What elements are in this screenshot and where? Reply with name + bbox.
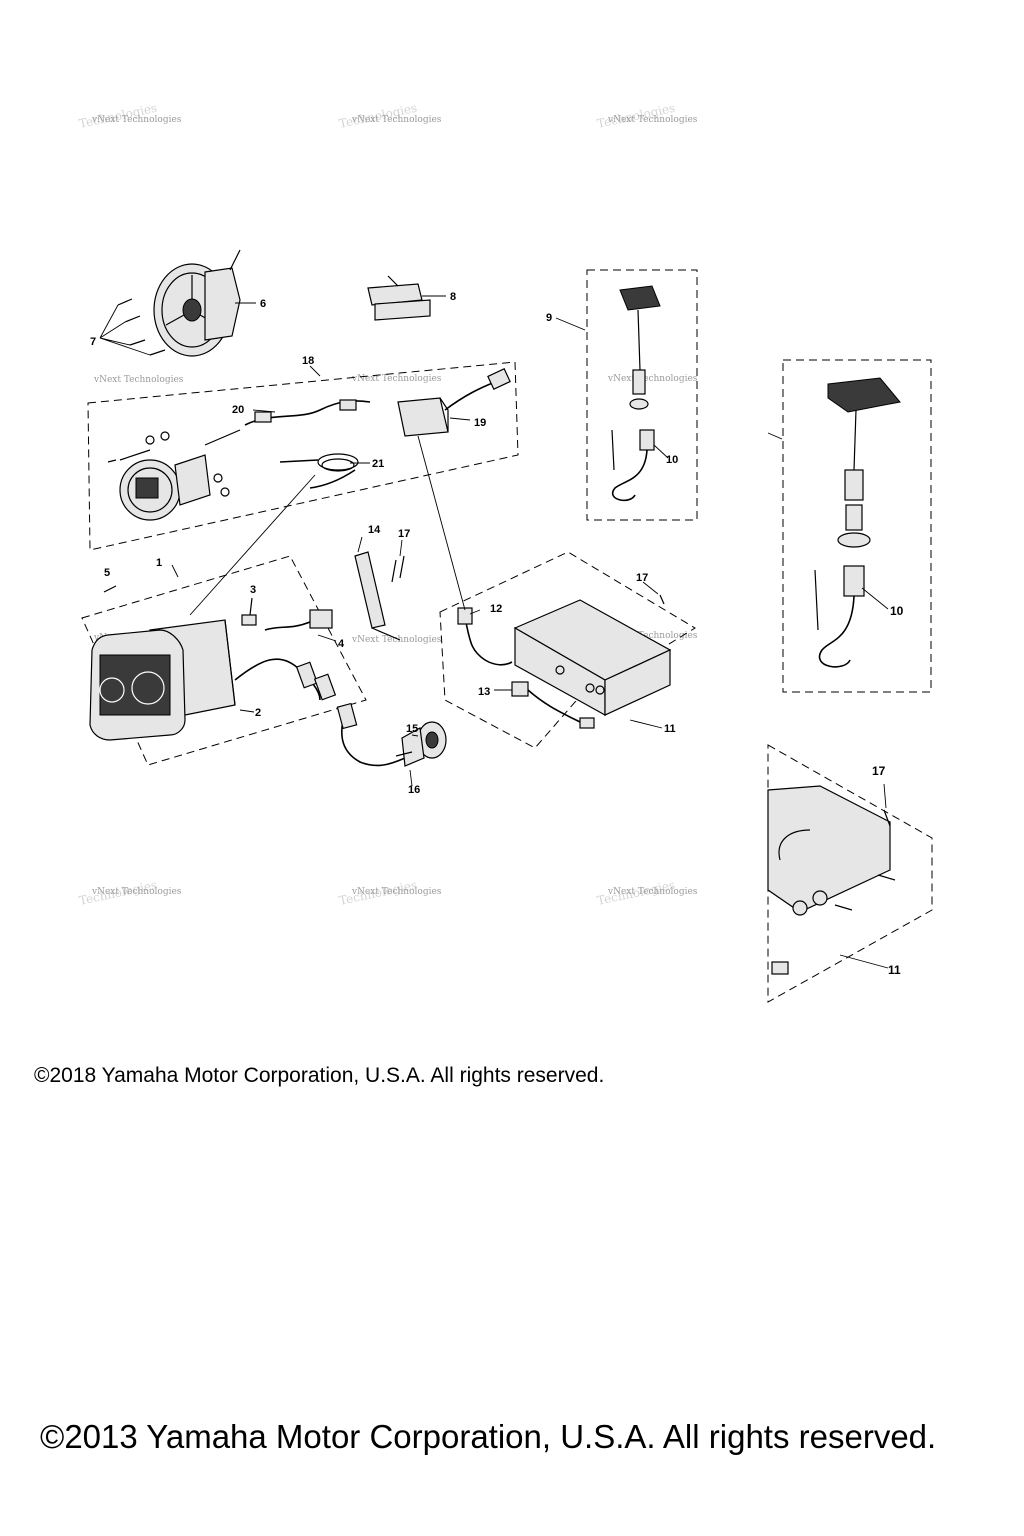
gauge-part-20-assembly bbox=[107, 399, 371, 521]
callout-6: 6 bbox=[260, 298, 266, 310]
callout-4: 4 bbox=[338, 638, 345, 650]
stereo-part-2 bbox=[89, 619, 236, 741]
callout-12: 12 bbox=[490, 603, 502, 615]
group-box-1 bbox=[81, 555, 367, 766]
watermark-text: vNext Technologies bbox=[607, 115, 698, 125]
screw-part-17-amp bbox=[659, 594, 665, 605]
watermark-text: vNext Technologies bbox=[351, 115, 442, 125]
screw-part-16 bbox=[395, 751, 413, 757]
callout-19: 19 bbox=[474, 417, 486, 429]
callout-17: 17 bbox=[398, 528, 410, 540]
antenna-part-9 bbox=[619, 285, 661, 410]
screws-part-7 bbox=[99, 298, 166, 356]
screw-part-17-enlarged bbox=[883, 809, 891, 827]
watermark-text: vNext Technologies bbox=[351, 635, 442, 645]
connector-part-3 bbox=[241, 597, 257, 626]
callout-5: 5 bbox=[104, 567, 110, 579]
watermark-text: vNext Technologies bbox=[351, 887, 442, 897]
screws-part-17 bbox=[391, 555, 405, 583]
callout-7: 7 bbox=[90, 336, 96, 348]
callout-11-enlarged: 11 bbox=[888, 963, 901, 977]
group-box-9 bbox=[586, 269, 698, 521]
watermark-text: vNext Technologies bbox=[351, 374, 442, 384]
group-box-antenna-enlarged bbox=[782, 359, 932, 693]
callouts: 6 7 8 9 18 20 19 21 10 10 14 17 1 5 3 4 … bbox=[90, 291, 904, 977]
callout-17-amp: 17 bbox=[636, 572, 648, 584]
callout-1: 1 bbox=[156, 557, 162, 569]
callout-15: 15 bbox=[406, 723, 418, 735]
callout-13: 13 bbox=[478, 686, 490, 698]
leader-lines bbox=[171, 302, 889, 969]
watermark-text: vNext Technologies bbox=[91, 887, 182, 897]
watermark-text: vNext Technologies bbox=[607, 631, 698, 641]
bracket-part-8 bbox=[367, 275, 446, 321]
callout-3: 3 bbox=[250, 584, 256, 596]
callout-10-enlarged: 10 bbox=[890, 604, 904, 618]
harness-part-4 bbox=[234, 609, 337, 701]
group-box-18 bbox=[87, 361, 519, 551]
amplifier-part-11 bbox=[513, 599, 672, 717]
callout-20: 20 bbox=[232, 404, 244, 416]
callout-14: 14 bbox=[368, 524, 381, 536]
callout-17-enlarged: 17 bbox=[872, 764, 886, 778]
callout-8: 8 bbox=[450, 291, 456, 303]
bracket-part-14 bbox=[354, 551, 401, 641]
harness-part-21 bbox=[279, 453, 359, 489]
watermark-text: vNext Technologies bbox=[91, 115, 182, 125]
fuse-part-13 bbox=[511, 681, 595, 729]
watermark-text: vNext Technologies bbox=[607, 374, 698, 384]
copyright-2013: ©2013 Yamaha Motor Corporation, U.S.A. A… bbox=[40, 1418, 937, 1455]
group-box-11 bbox=[439, 551, 696, 749]
watermark-text: vNext Technologies bbox=[93, 375, 184, 385]
watermark-text: vNext Technologies bbox=[607, 887, 698, 897]
antenna-enlarged bbox=[814, 377, 901, 668]
junction-box-part-19 bbox=[397, 368, 511, 437]
callout-11: 11 bbox=[664, 723, 676, 735]
amplifier-enlarged bbox=[767, 785, 896, 975]
callout-16: 16 bbox=[408, 784, 420, 796]
callout-2: 2 bbox=[255, 707, 261, 719]
callout-9: 9 bbox=[546, 312, 552, 324]
screw-part-5 bbox=[103, 585, 117, 593]
group-box-11-enlarged bbox=[767, 744, 933, 1003]
callout-21: 21 bbox=[372, 458, 384, 470]
callout-18: 18 bbox=[302, 355, 314, 367]
cable-part-12 bbox=[457, 607, 513, 666]
speaker-part-6 bbox=[153, 249, 241, 357]
cable-part-10 bbox=[611, 429, 655, 502]
socket-part-15 bbox=[336, 702, 447, 767]
callout-10: 10 bbox=[666, 454, 678, 466]
copyright-2018: ©2018 Yamaha Motor Corporation, U.S.A. A… bbox=[34, 1064, 605, 1087]
